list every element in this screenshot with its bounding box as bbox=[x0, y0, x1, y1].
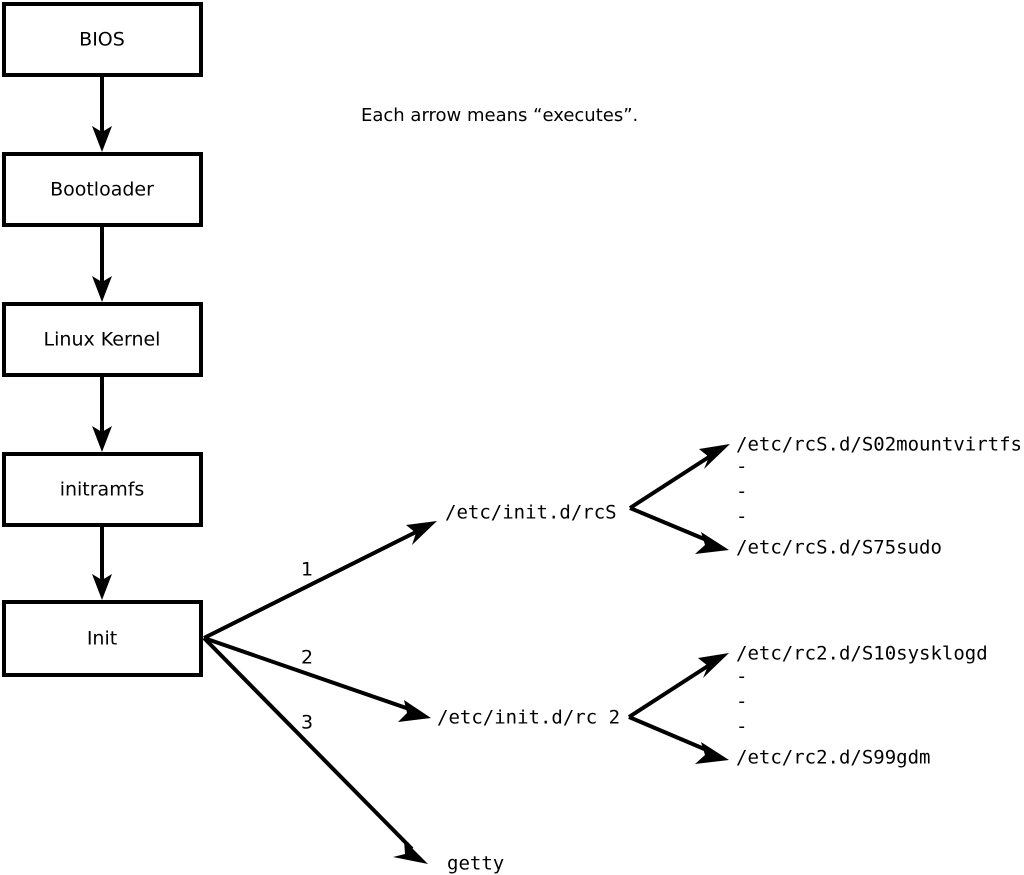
arrow-rcs-to-last-script bbox=[629, 506, 729, 554]
rcs-ellipsis-dash-3: - bbox=[736, 506, 747, 528]
branch-number-2: 2 bbox=[301, 647, 313, 669]
node-linux-kernel[interactable]: Linux Kernel bbox=[2, 302, 203, 377]
node-initramfs[interactable]: initramfs bbox=[2, 452, 203, 527]
label-rc2-first-script[interactable]: /etc/rc2.d/S10sysklogd bbox=[736, 643, 988, 665]
arrow-rc2-to-last-script bbox=[628, 715, 729, 764]
arrow-rcs-to-first-script bbox=[628, 444, 730, 510]
node-linux-kernel-rect bbox=[2, 302, 203, 377]
label-getty[interactable]: getty bbox=[447, 853, 504, 875]
arrow-bootloader-to-kernel bbox=[92, 227, 112, 302]
node-initramfs-label: initramfs bbox=[60, 479, 145, 501]
node-bios-rect bbox=[2, 2, 203, 77]
arrow-initramfs-to-init bbox=[92, 527, 112, 600]
rcs-ellipsis-dash-1: - bbox=[736, 456, 747, 478]
node-init-label: Init bbox=[87, 628, 117, 650]
label-etc-init-d-rc2[interactable]: /etc/init.d/rc 2 bbox=[437, 707, 620, 729]
rc2-ellipsis-dash-3: - bbox=[736, 716, 747, 738]
arrow-kernel-to-initramfs bbox=[92, 377, 112, 452]
label-etc-init-d-rcs[interactable]: /etc/init.d/rcS bbox=[445, 502, 617, 524]
rc2-ellipsis-dash-1: - bbox=[736, 666, 747, 688]
node-bios[interactable]: BIOS bbox=[2, 2, 203, 77]
label-rcs-last-script[interactable]: /etc/rcS.d/S75sudo bbox=[736, 537, 942, 559]
rcs-ellipsis-dash-2: - bbox=[736, 481, 747, 503]
node-bootloader-rect bbox=[2, 152, 203, 227]
arrow-init-to-getty bbox=[202, 636, 428, 864]
label-rcs-first-script[interactable]: /etc/rcS.d/S02mountvirtfs bbox=[736, 434, 1022, 456]
arrow-rc2-to-first-script bbox=[627, 653, 729, 719]
node-linux-kernel-label: Linux Kernel bbox=[44, 329, 161, 351]
node-bootloader[interactable]: Bootloader bbox=[2, 152, 203, 227]
arrow-bios-to-bootloader bbox=[92, 77, 112, 152]
branch-number-3: 3 bbox=[301, 712, 313, 734]
node-bios-label: BIOS bbox=[79, 29, 125, 51]
rc2-ellipsis-dash-2: - bbox=[736, 691, 747, 713]
node-init[interactable]: Init bbox=[2, 600, 203, 677]
node-initramfs-rect bbox=[2, 452, 203, 527]
node-init-rect bbox=[2, 600, 203, 677]
arrow-init-to-rcs bbox=[203, 521, 437, 640]
branch-number-1: 1 bbox=[301, 559, 313, 581]
diagram-caption: Each arrow means “executes”. bbox=[361, 105, 638, 126]
node-bootloader-label: Bootloader bbox=[50, 179, 154, 201]
arrow-init-to-rc2 bbox=[203, 636, 431, 722]
label-rc2-last-script[interactable]: /etc/rc2.d/S99gdm bbox=[736, 747, 930, 769]
